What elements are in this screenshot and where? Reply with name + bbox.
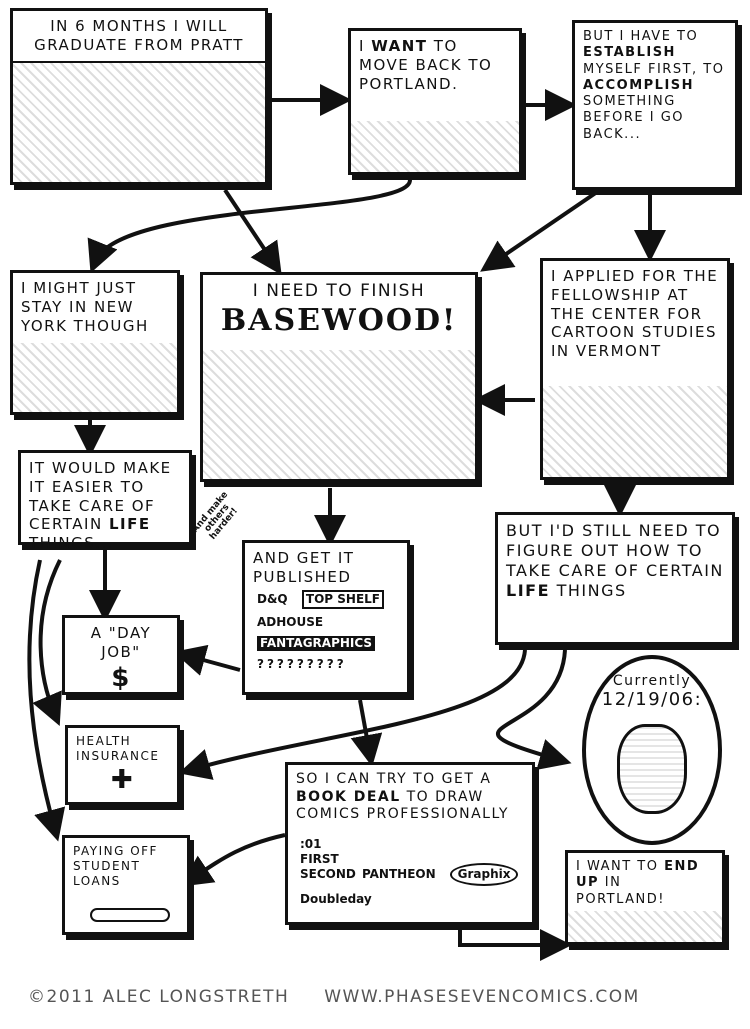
panel-currently: Currently 12/19/06: bbox=[582, 655, 722, 845]
copyright: ©2011 ALEC LONGSTRETH bbox=[28, 987, 290, 1007]
self-portrait bbox=[617, 724, 687, 814]
panel-graduate: In 6 months I will graduate from Pratt bbox=[10, 8, 268, 185]
logo-pantheon: Pantheon bbox=[361, 866, 436, 881]
cross-icon: ✚ bbox=[110, 765, 135, 795]
footer: ©2011 ALEC LONGSTRETH WWW.PHASESEVENCOMI… bbox=[28, 987, 640, 1007]
panel-book-deal: So I can try to get a book deal to draw … bbox=[285, 762, 535, 925]
arrow bbox=[32, 559, 62, 727]
graduate-illustration bbox=[13, 61, 265, 182]
portland-skyline bbox=[568, 911, 722, 942]
panel-published: And get it published D&Q Top Shelf AdHou… bbox=[242, 540, 410, 695]
vermont-illustration bbox=[543, 386, 727, 477]
panel-still-need: But I'd still need to figure out how to … bbox=[495, 512, 735, 645]
logo-dq: D&Q bbox=[257, 591, 288, 606]
panel-day-job: A "Day Job" $ bbox=[62, 615, 180, 695]
panel-portland: I want to move back to Portland. bbox=[348, 28, 522, 175]
basewood-characters bbox=[203, 350, 475, 479]
logo-adhouse: AdHouse bbox=[257, 614, 324, 629]
panel-fellowship: I applied for the fellowship at the cent… bbox=[540, 258, 730, 480]
panel-easier: It would make it easier to take care of … bbox=[18, 450, 192, 552]
logo-doubleday: Doubleday bbox=[300, 891, 372, 906]
diploma-icon bbox=[90, 908, 170, 922]
website-url: WWW.PHASESEVENCOMICS.COM bbox=[324, 987, 640, 1007]
arrow bbox=[87, 179, 412, 274]
logo-top-shelf: Top Shelf bbox=[301, 589, 385, 609]
new-york-skyline bbox=[13, 343, 177, 412]
arrow bbox=[480, 188, 602, 272]
arrow bbox=[180, 833, 286, 887]
panel-loans: Paying off student loans bbox=[62, 835, 190, 935]
panel-establish: But I have to establish myself first, to… bbox=[572, 20, 738, 190]
logo-first-second: :01 First Second bbox=[300, 836, 356, 881]
panel-health: Health insurance ✚ bbox=[65, 725, 180, 805]
arrow bbox=[178, 649, 527, 780]
arrow bbox=[173, 644, 241, 676]
arrow bbox=[223, 188, 282, 275]
unknown-publishers: ????????? bbox=[257, 656, 347, 671]
arrow bbox=[350, 699, 383, 767]
logo-graphix: Graphix bbox=[449, 862, 519, 886]
panel-basewood: I need to finish BASEWOOD! bbox=[200, 272, 478, 482]
arrow bbox=[458, 929, 572, 961]
dollar-icon: $ bbox=[111, 662, 131, 693]
arrow bbox=[496, 649, 572, 770]
logo-fantagraphics: Fantagraphics bbox=[257, 635, 376, 651]
portland-illustration bbox=[351, 121, 519, 172]
panel-end-up: I want to end up in Portland! bbox=[565, 850, 725, 945]
panel-new-york: I might just stay in New York though bbox=[10, 270, 180, 415]
arrow bbox=[27, 559, 66, 842]
